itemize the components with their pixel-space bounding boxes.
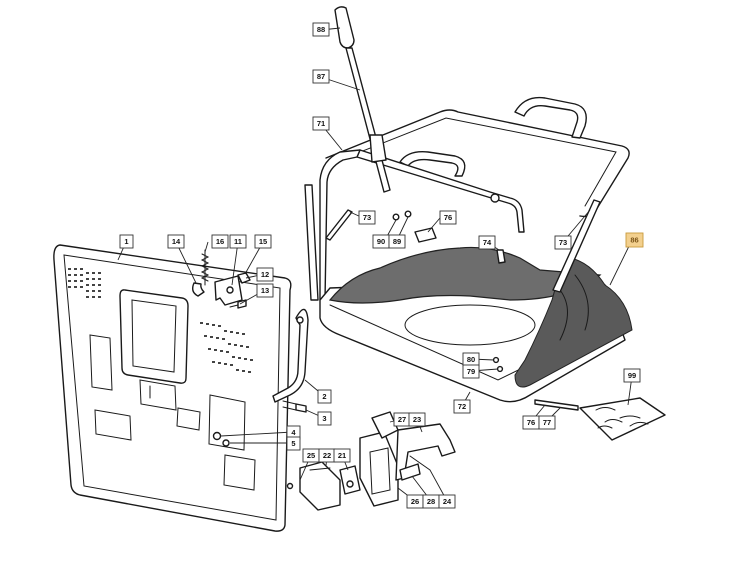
svg-text:11: 11 xyxy=(234,237,242,246)
callout-99: 99 xyxy=(623,368,641,383)
svg-text:72: 72 xyxy=(458,402,466,411)
callout-88: 88 xyxy=(312,22,330,37)
callout-76-bottom: 76 xyxy=(522,415,540,430)
callout-2: 2 xyxy=(317,389,332,404)
svg-text:14: 14 xyxy=(172,237,181,246)
svg-text:76: 76 xyxy=(444,213,452,222)
svg-text:13: 13 xyxy=(261,286,269,295)
callout-86-highlighted: 86 xyxy=(625,232,644,248)
svg-text:25: 25 xyxy=(307,451,315,460)
callout-28: 28 xyxy=(422,494,440,509)
callout-5: 5 xyxy=(286,436,301,451)
svg-text:86: 86 xyxy=(630,236,638,245)
callout-25: 25 xyxy=(302,448,320,463)
svg-text:80: 80 xyxy=(467,355,475,364)
door-panel xyxy=(53,244,292,532)
callout-71: 71 xyxy=(312,116,330,131)
callout-74: 74 xyxy=(478,235,496,250)
callout-21: 21 xyxy=(333,448,351,463)
callout-23: 23 xyxy=(408,412,426,427)
svg-text:89: 89 xyxy=(393,237,401,246)
bolt-3 xyxy=(282,400,307,413)
svg-text:88: 88 xyxy=(317,25,325,34)
callout-12: 12 xyxy=(256,267,274,282)
callout-87: 87 xyxy=(312,69,330,84)
callout-3: 3 xyxy=(317,411,332,426)
bag-panel-86 xyxy=(514,257,633,388)
svg-text:27: 27 xyxy=(398,415,406,424)
svg-text:74: 74 xyxy=(483,238,492,247)
callout-22: 22 xyxy=(318,448,336,463)
screw-4 xyxy=(212,431,222,441)
callout-76-top: 76 xyxy=(439,210,457,225)
parts-kit-99 xyxy=(579,397,666,441)
callout-1: 1 xyxy=(119,234,134,249)
svg-text:15: 15 xyxy=(259,237,267,246)
bag-cloth xyxy=(328,246,602,304)
callout-16: 16 xyxy=(211,234,229,249)
callout-79: 79 xyxy=(462,364,480,379)
svg-text:87: 87 xyxy=(317,72,325,81)
callout-26: 26 xyxy=(406,494,424,509)
svg-text:16: 16 xyxy=(216,237,224,246)
svg-text:79: 79 xyxy=(467,367,475,376)
svg-text:28: 28 xyxy=(427,497,435,506)
svg-text:90: 90 xyxy=(377,237,385,246)
svg-text:99: 99 xyxy=(628,371,636,380)
hinge-pivot xyxy=(296,316,304,324)
svg-text:12: 12 xyxy=(261,270,269,279)
callout-72: 72 xyxy=(453,399,471,414)
svg-text:71: 71 xyxy=(317,119,325,128)
svg-text:21: 21 xyxy=(338,451,346,460)
svg-text:73: 73 xyxy=(363,213,371,222)
callout-90: 90 xyxy=(372,234,390,249)
callout-27: 27 xyxy=(393,412,411,427)
svg-text:26: 26 xyxy=(411,497,419,506)
callout-89: 89 xyxy=(388,234,406,249)
latch-assembly xyxy=(191,249,251,309)
callout-73-left: 73 xyxy=(358,210,376,225)
callout-13: 13 xyxy=(256,283,274,298)
svg-text:22: 22 xyxy=(323,451,331,460)
screw-5 xyxy=(222,439,230,447)
callout-14: 14 xyxy=(167,234,185,249)
svg-text:24: 24 xyxy=(443,497,452,506)
lower-latch-parts xyxy=(286,411,456,511)
svg-text:2: 2 xyxy=(322,392,326,401)
callout-15: 15 xyxy=(254,234,272,249)
callout-11: 11 xyxy=(229,234,247,249)
svg-text:23: 23 xyxy=(413,415,421,424)
svg-text:73: 73 xyxy=(559,238,567,247)
callout-73-right: 73 xyxy=(554,235,572,250)
svg-text:77: 77 xyxy=(543,418,551,427)
svg-text:4: 4 xyxy=(291,428,296,437)
svg-text:76: 76 xyxy=(527,418,535,427)
callout-77: 77 xyxy=(538,415,556,430)
svg-text:5: 5 xyxy=(291,439,295,448)
callout-80: 80 xyxy=(462,352,480,367)
svg-text:1: 1 xyxy=(124,237,128,246)
hinge-strap xyxy=(272,308,309,403)
callout-24: 24 xyxy=(438,494,456,509)
lever-handle xyxy=(334,6,391,193)
svg-text:3: 3 xyxy=(322,414,326,423)
